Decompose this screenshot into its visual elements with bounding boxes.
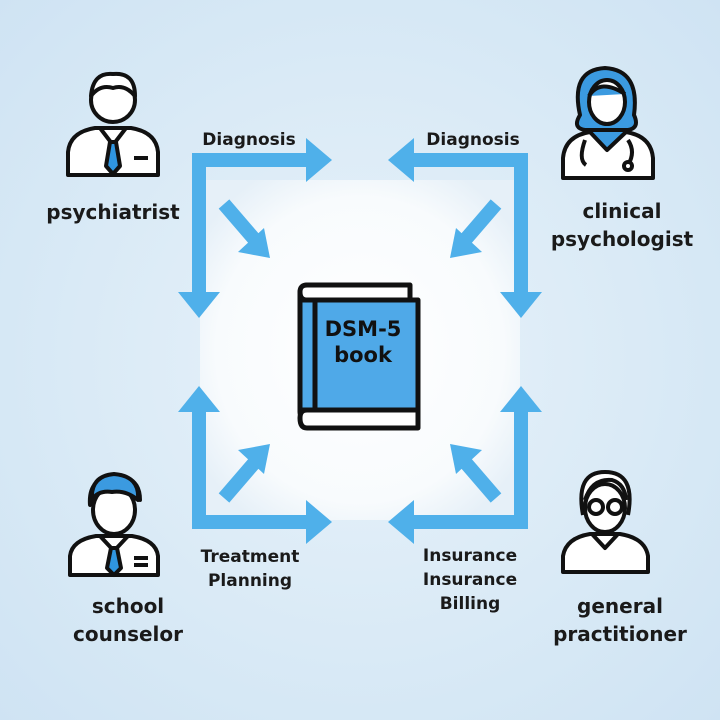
arrow-top-left-bracket	[192, 153, 310, 295]
role-label-text: counselor	[73, 622, 183, 646]
arrowhead-right	[306, 500, 332, 544]
clinical-psychologist-icon	[561, 66, 655, 180]
school-counselor-icon	[68, 472, 160, 577]
arrowhead-left	[388, 138, 414, 182]
book-title: DSM-5 book	[325, 316, 402, 368]
role-label-text: practitioner	[553, 622, 687, 646]
arrowhead-left	[388, 500, 414, 544]
arrow-bottom-right-diagonal	[459, 457, 502, 503]
arrowhead-down	[178, 292, 220, 318]
arrow-bottom-right-bracket	[410, 410, 528, 529]
role-label-text: school	[91, 594, 165, 618]
arrowhead-diagonal	[450, 228, 482, 258]
role-label-text: psychiatrist	[46, 200, 180, 224]
role-label-text: general	[577, 594, 663, 618]
role-label-text: psychologist	[550, 227, 694, 251]
arrowhead-diagonal	[450, 444, 482, 474]
book-title-line2: book	[334, 343, 392, 367]
flow-label-text: Insurance	[422, 570, 518, 590]
arrowhead-up	[500, 386, 542, 412]
flow-label-text: Treatment	[200, 547, 300, 567]
flow-label-text: Insurance	[422, 546, 518, 566]
book-title-line1: DSM-5	[324, 317, 402, 341]
arrow-top-right-diagonal	[459, 199, 502, 245]
flow-label-text: Billing	[439, 594, 501, 614]
book-icon	[297, 282, 421, 431]
general-practitioner-icon	[561, 470, 650, 574]
flow-label-bottom-right: Insurance Insurance Billing	[423, 544, 517, 616]
arrow-top-right-bracket	[410, 153, 528, 295]
arrowhead-right	[306, 138, 332, 182]
arrowhead-up	[178, 386, 220, 412]
flow-label-bottom-left: Treatment Planning	[201, 545, 300, 593]
flow-label-text: Diagnosis	[426, 130, 520, 150]
role-label-psychiatrist: psychiatrist	[46, 198, 179, 226]
arrow-top-left-diagonal	[218, 199, 261, 245]
arrowhead-diagonal	[238, 444, 270, 474]
role-label-school-counselor: school counselor	[73, 592, 183, 648]
role-label-clinical-psychologist: clinical psychologist	[551, 197, 693, 253]
flow-label-text: Diagnosis	[202, 130, 296, 150]
psychiatrist-icon	[66, 71, 160, 177]
flow-label-text: Planning	[207, 571, 293, 591]
arrow-bottom-left-diagonal	[218, 457, 261, 503]
role-label-general-practitioner: general practitioner	[553, 592, 687, 648]
flow-label-top-left: Diagnosis	[202, 128, 295, 152]
flow-label-top-right: Diagnosis	[426, 128, 519, 152]
arrowhead-diagonal	[238, 228, 270, 258]
arrowhead-down	[500, 292, 542, 318]
role-label-text: clinical	[582, 199, 662, 223]
arrow-bottom-left-bracket	[192, 410, 310, 529]
